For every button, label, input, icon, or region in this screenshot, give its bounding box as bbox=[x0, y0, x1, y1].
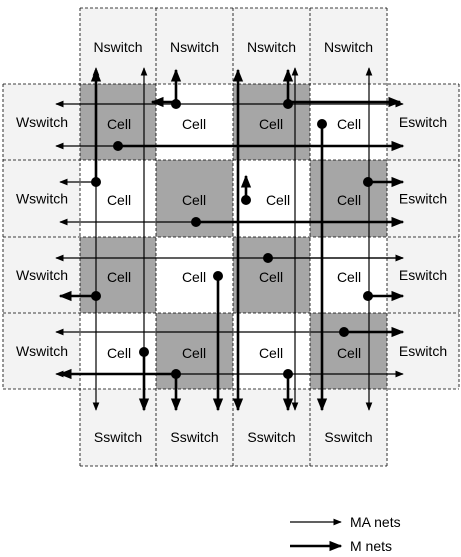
net-junction bbox=[171, 99, 181, 109]
net-junction bbox=[91, 291, 101, 301]
eswitch-label: Eswitch bbox=[399, 191, 447, 207]
nswitch-label: Nswitch bbox=[93, 39, 142, 55]
legend-m-label: M nets bbox=[350, 538, 392, 554]
nswitch-label: Nswitch bbox=[247, 39, 296, 55]
legend: MA nets M nets bbox=[290, 514, 401, 554]
net-junction bbox=[171, 369, 181, 379]
cell-label: Cell bbox=[259, 269, 283, 285]
sswitch-box bbox=[156, 389, 233, 466]
net-junction bbox=[263, 253, 273, 263]
net-junction bbox=[91, 177, 101, 187]
net-junction bbox=[139, 347, 149, 357]
wswitch-label: Wswitch bbox=[16, 343, 68, 359]
net-junction bbox=[191, 217, 201, 227]
net-junction bbox=[283, 369, 293, 379]
cell-label: Cell bbox=[337, 345, 361, 361]
sswitch-label: Sswitch bbox=[94, 429, 142, 445]
net-junction bbox=[339, 327, 349, 337]
net-junction bbox=[113, 141, 123, 151]
net-junction bbox=[317, 119, 327, 129]
wswitch-label: Wswitch bbox=[16, 114, 68, 130]
cell-label: Cell bbox=[266, 192, 290, 208]
cell-label: Cell bbox=[259, 116, 283, 132]
cell-label: Cell bbox=[259, 345, 283, 361]
cell-label: Cell bbox=[182, 116, 206, 132]
eswitch-label: Eswitch bbox=[399, 114, 447, 130]
cell-label: Cell bbox=[337, 192, 361, 208]
sswitch-label: Sswitch bbox=[247, 429, 295, 445]
net-junction bbox=[213, 271, 223, 281]
cell-label: Cell bbox=[107, 192, 131, 208]
cell-label: Cell bbox=[107, 269, 131, 285]
m-nets bbox=[58, 68, 405, 412]
eswitch-label: Eswitch bbox=[399, 267, 447, 283]
net-junction bbox=[283, 99, 293, 109]
eswitch-label: Eswitch bbox=[399, 343, 447, 359]
sswitch-box bbox=[233, 389, 310, 466]
cell-label: Cell bbox=[337, 116, 361, 132]
legend-ma-label: MA nets bbox=[350, 514, 401, 530]
wswitch-label: Wswitch bbox=[16, 267, 68, 283]
net-junctions bbox=[91, 99, 373, 379]
sswitch-label: Sswitch bbox=[324, 429, 372, 445]
cell-label: Cell bbox=[107, 116, 131, 132]
cell-label: Cell bbox=[107, 345, 131, 361]
cell-label: Cell bbox=[182, 345, 206, 361]
net-junction bbox=[241, 195, 251, 205]
cell-label: Cell bbox=[337, 269, 361, 285]
cell-label: Cell bbox=[182, 269, 206, 285]
net-junction bbox=[363, 177, 373, 187]
cell-label: Cell bbox=[182, 192, 206, 208]
net-junction bbox=[363, 291, 373, 301]
nswitch-label: Nswitch bbox=[324, 39, 373, 55]
nswitch-box bbox=[310, 8, 387, 84]
wswitch-label: Wswitch bbox=[16, 191, 68, 207]
nswitch-box bbox=[156, 8, 233, 84]
nswitch-label: Nswitch bbox=[170, 39, 219, 55]
sswitch-label: Sswitch bbox=[170, 429, 218, 445]
